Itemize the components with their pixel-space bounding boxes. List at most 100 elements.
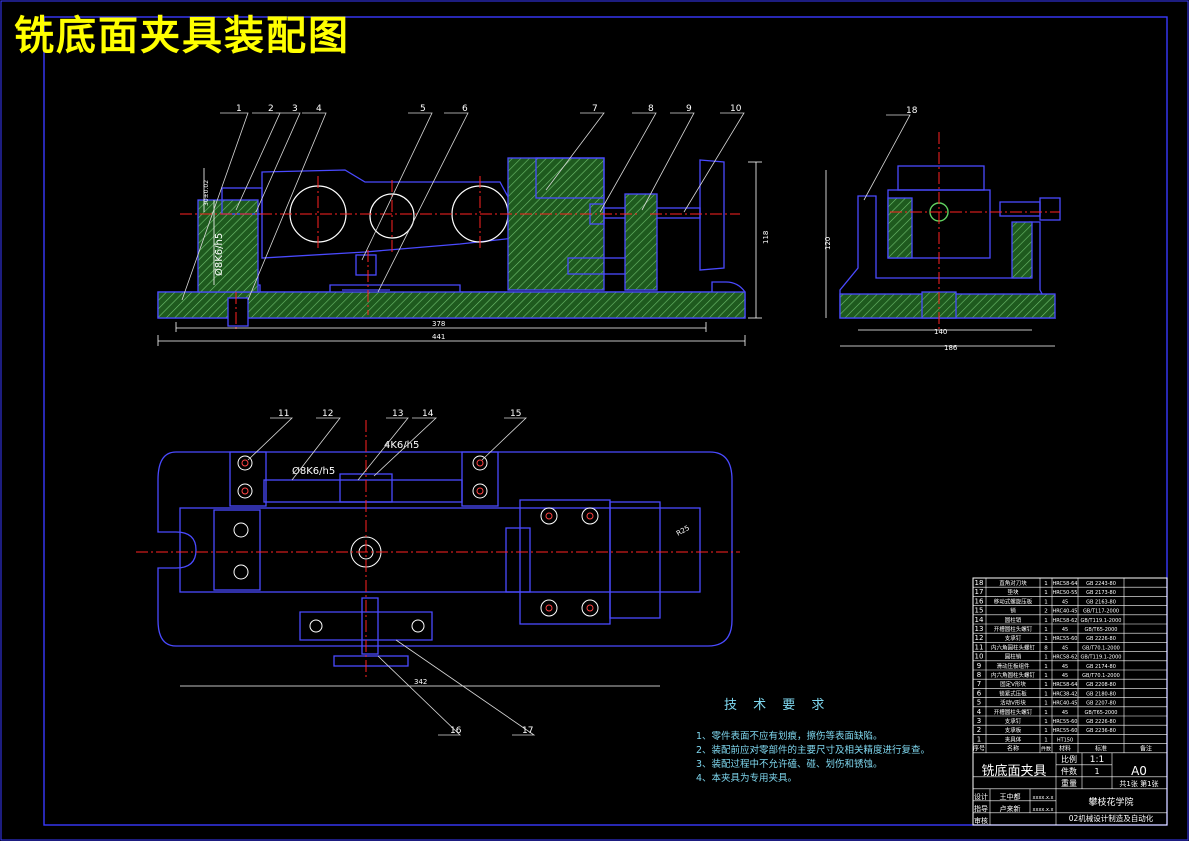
tb-scale-value: 1:1 xyxy=(1090,755,1104,765)
callout-7: 7 xyxy=(592,104,598,114)
tb-design-date: xxxx.x.x xyxy=(1033,795,1054,801)
bom-material: 45 xyxy=(1062,645,1068,651)
callout-13: 13 xyxy=(392,409,403,419)
tech-req-item-2: 2、装配前应对零部件的主要尺寸及相关精度进行复查。 xyxy=(696,745,931,756)
bom-no: 8 xyxy=(977,671,981,679)
callout-5: 5 xyxy=(420,104,426,114)
dim-side-height: 120 xyxy=(824,237,832,250)
dim-height-left: 30±0.02 xyxy=(203,180,210,206)
bom-no: 3 xyxy=(977,717,981,725)
bom-no: 11 xyxy=(975,643,984,651)
bom-name: 内六角圆柱头螺钉 xyxy=(991,671,1036,679)
bom-material: HRC58-62 xyxy=(1052,618,1077,624)
bom-standard: GB 2226-80 xyxy=(1086,719,1116,725)
bom-no: 17 xyxy=(975,588,984,596)
bom-material: HRC40-45 xyxy=(1052,609,1077,615)
bom-name: 移动式螺旋压板 xyxy=(994,597,1033,605)
callout-8: 8 xyxy=(648,104,654,114)
bom-qty: 1 xyxy=(1044,581,1048,587)
bom-material: HRC58-64 xyxy=(1052,581,1077,587)
bom-no: 14 xyxy=(975,616,984,624)
bom-qty: 1 xyxy=(1044,728,1048,734)
bom-name: 固定V形块 xyxy=(1000,680,1026,688)
bom-material: HRC55-60 xyxy=(1052,728,1077,734)
tb-major: 02机械设计制造及自动化 xyxy=(1069,813,1154,823)
front-leaders xyxy=(181,112,745,301)
bom-qty: 1 xyxy=(1044,618,1048,624)
bom-standard: GB/T117-2000 xyxy=(1083,609,1119,615)
bom-name: 直角对刀块 xyxy=(999,579,1027,587)
tech-requirements-title: 技 术 要 求 xyxy=(724,698,831,713)
bom-standard: GB/T65-2000 xyxy=(1085,627,1118,633)
tb-qty-value: 1 xyxy=(1094,767,1099,776)
bom-standard: GB 2226-80 xyxy=(1086,636,1116,642)
bom-name: 支承钉 xyxy=(1005,717,1022,725)
bom-qty: 1 xyxy=(1044,710,1048,716)
bom-no: 7 xyxy=(977,680,981,688)
callout-4: 4 xyxy=(316,104,322,114)
bom-header-standard: 标准 xyxy=(1095,745,1107,753)
callout-16: 16 xyxy=(450,726,462,736)
dim-angle: R25 xyxy=(675,524,691,538)
dim-total-inner: 378 xyxy=(432,320,445,328)
callout-1: 1 xyxy=(236,104,242,114)
callout-9: 9 xyxy=(686,104,692,114)
callout-14: 14 xyxy=(422,409,434,419)
plan-bolts xyxy=(233,455,599,633)
bom-standard: GB 2208-80 xyxy=(1086,682,1116,688)
tb-drawing-name: 铣底面夹具 xyxy=(981,763,1046,779)
bom-no: 1 xyxy=(977,735,981,743)
bom-header-material: 材料 xyxy=(1059,745,1071,753)
dim-side-total: 186 xyxy=(944,344,958,352)
bom-material: 45 xyxy=(1062,664,1068,670)
drawing-title: 铣底面夹具装配图 xyxy=(14,13,350,59)
bom-qty: 1 xyxy=(1044,719,1048,725)
bom-standard: GB/T70.1-2000 xyxy=(1082,645,1120,651)
bom-name: 活动V形块 xyxy=(1000,699,1026,707)
bom-material: HRC38-42 xyxy=(1052,691,1077,697)
callout-3: 3 xyxy=(292,104,298,114)
tb-scale-label: 比例 xyxy=(1061,754,1077,764)
tech-req-item-1: 1、零件表面不应有划痕，擦伤等表面缺陷。 xyxy=(696,731,883,742)
bom-qty: 1 xyxy=(1044,664,1048,670)
plan-leaders xyxy=(247,417,536,736)
bom-qty: 1 xyxy=(1044,627,1048,633)
bom-material: HRC55-60 xyxy=(1052,636,1077,642)
front-callouts: 1 2 3 4 5 6 7 8 9 10 xyxy=(236,104,742,114)
bom-standard: GB 2173-80 xyxy=(1086,590,1116,596)
bom-qty: 1 xyxy=(1044,590,1048,596)
bom-qty: 1 xyxy=(1044,655,1048,661)
inner-frame xyxy=(43,16,1168,826)
bom-no: 4 xyxy=(977,708,982,716)
tb-design-name: 王中都 xyxy=(1000,792,1021,801)
bom-no: 13 xyxy=(975,625,984,633)
bom-no: 12 xyxy=(975,634,984,642)
tb-check-label: 指导 xyxy=(974,804,988,813)
bom-qty: 8 xyxy=(1044,645,1048,651)
tech-req-item-3: 3、装配过程中不允许磕、碰、划伤和锈蚀。 xyxy=(696,759,883,770)
tb-school: 攀枝花学院 xyxy=(1088,796,1133,808)
tech-req-item-4: 4、本夹具为专用夹具。 xyxy=(696,773,798,784)
bom-qty: 1 xyxy=(1044,691,1048,697)
callout-10: 10 xyxy=(730,104,742,114)
tb-weight-label: 重量 xyxy=(1061,778,1077,788)
bom-header-name: 名称 xyxy=(1007,745,1019,753)
bom-standard: GB 2236-80 xyxy=(1086,728,1116,734)
dim-height-right: 118 xyxy=(762,231,770,244)
bom-no: 15 xyxy=(975,607,984,615)
bom-name: 开槽圆柱头螺钉 xyxy=(994,708,1033,716)
dim-fit-plan: Ø8K6/h5 xyxy=(292,465,335,477)
leader-18 xyxy=(863,114,911,201)
callout-12: 12 xyxy=(322,409,333,419)
bom-name: 垫块 xyxy=(1007,588,1019,596)
dim-plan-len: 342 xyxy=(414,678,427,686)
bom-material: 45 xyxy=(1062,710,1068,716)
bom-name: 夹具体 xyxy=(1005,735,1022,743)
tb-design-label: 设计 xyxy=(974,792,988,801)
bom-qty: 1 xyxy=(1044,701,1048,707)
bom-standard: GB 2163-80 xyxy=(1086,599,1116,605)
callout-18: 18 xyxy=(906,106,918,116)
